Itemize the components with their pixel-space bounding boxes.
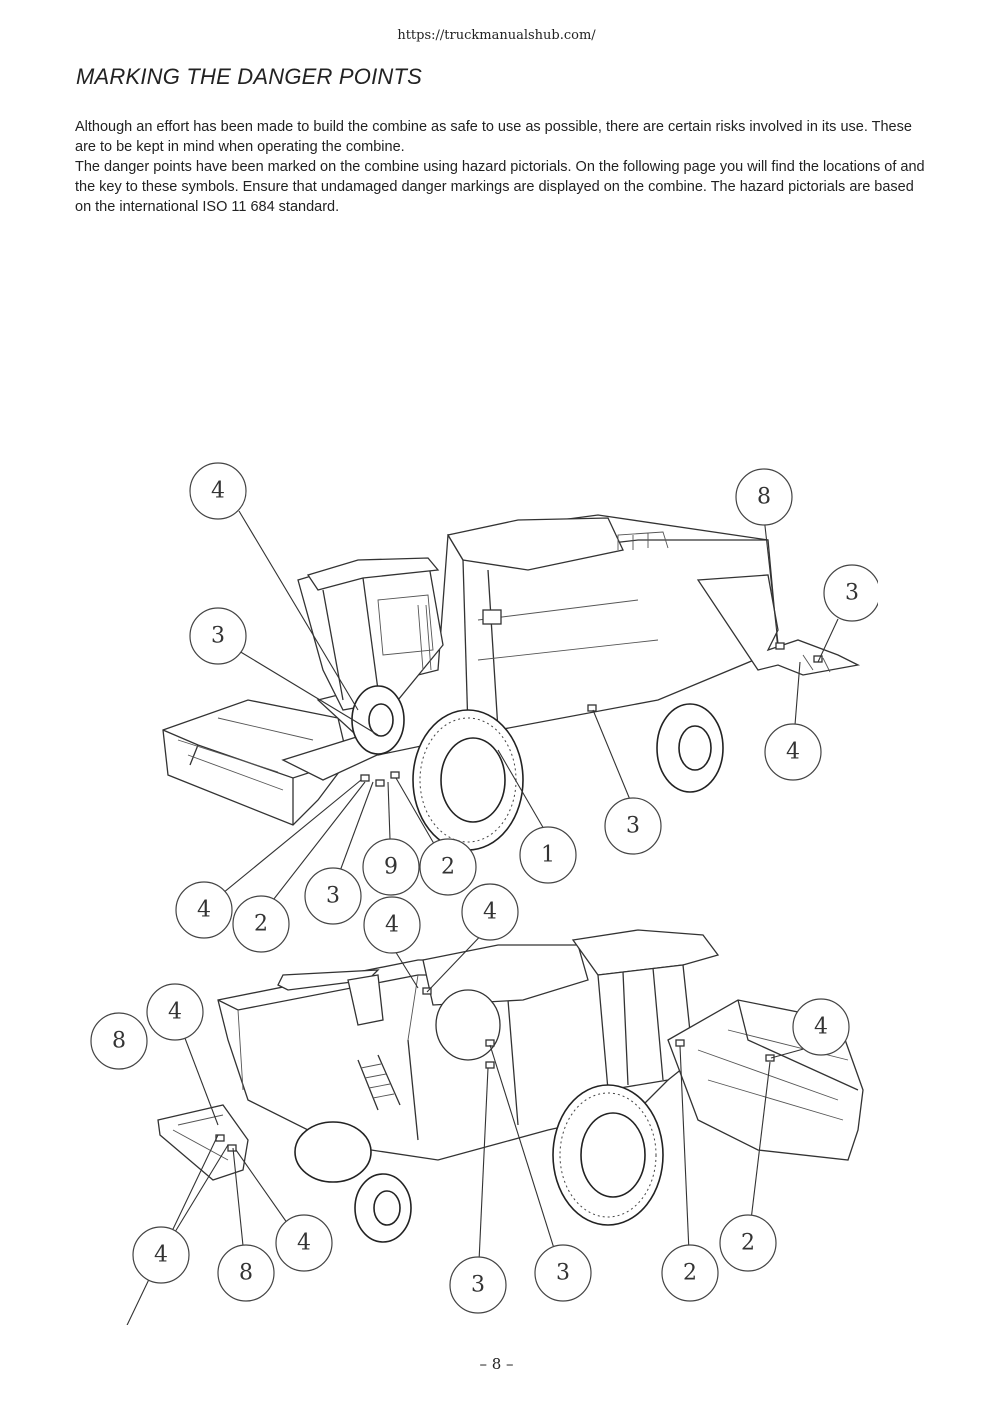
svg-text:3: 3 xyxy=(471,1273,485,1298)
svg-text:4: 4 xyxy=(197,898,211,923)
svg-text:1: 1 xyxy=(541,843,555,868)
svg-text:3: 3 xyxy=(845,581,859,606)
page-number: – 8 – xyxy=(479,1355,514,1373)
callout-bottom-10: 3 xyxy=(534,1244,592,1302)
svg-text:4: 4 xyxy=(786,740,800,765)
callout-bottom-2: 4 xyxy=(461,883,519,941)
svg-text:4: 4 xyxy=(814,1015,828,1040)
intro-paragraph-2: The danger points have been marked on th… xyxy=(75,159,925,215)
svg-text:4: 4 xyxy=(211,479,225,504)
callout-bottom-3: 4 xyxy=(146,983,204,1041)
svg-text:8: 8 xyxy=(757,485,771,510)
callout-top-3: 8 xyxy=(735,468,793,526)
svg-text:4: 4 xyxy=(168,1000,182,1025)
callout-bottom-6: 4 xyxy=(132,1226,190,1284)
svg-text:3: 3 xyxy=(211,624,225,649)
svg-text:4: 4 xyxy=(483,900,497,925)
callout-bottom-5: 4 xyxy=(792,998,850,1056)
svg-text:4: 4 xyxy=(385,913,399,938)
callout-bottom-9: 3 xyxy=(449,1256,507,1314)
svg-text:4: 4 xyxy=(297,1231,311,1256)
callout-top-8: 9 xyxy=(362,838,420,896)
section-title: MARKING THE DANGER POINTS xyxy=(76,64,423,89)
svg-text:8: 8 xyxy=(112,1029,126,1054)
svg-text:2: 2 xyxy=(683,1261,697,1286)
svg-text:3: 3 xyxy=(626,814,640,839)
callout-top-5: 4 xyxy=(764,723,822,781)
svg-text:3: 3 xyxy=(326,884,340,909)
callout-bottom-8: 4 xyxy=(275,1214,333,1272)
callout-bottom-11: 2 xyxy=(661,1244,719,1302)
callout-bottom-7: 8 xyxy=(217,1244,275,1302)
callout-top-6: 3 xyxy=(604,797,662,855)
callout-top-11: 4 xyxy=(175,881,233,939)
combine-drawing: 4 3 8 3 4 3 1 9 2 3 4 2 xyxy=(90,462,878,1325)
callout-top-7: 1 xyxy=(519,826,577,884)
combine-danger-points-figure: 4 3 8 3 4 3 1 9 2 3 4 2 xyxy=(78,400,878,1325)
callout-top-2: 3 xyxy=(189,607,247,665)
callout-bottom-1: 4 xyxy=(363,896,421,954)
svg-text:3: 3 xyxy=(556,1261,570,1286)
svg-text:4: 4 xyxy=(154,1243,168,1268)
source-url: https://truckmanualshub.com/ xyxy=(397,28,596,43)
callout-top-10: 3 xyxy=(304,867,362,925)
svg-text:2: 2 xyxy=(741,1231,755,1256)
callout-top-4: 3 xyxy=(823,564,878,622)
combine-top-view xyxy=(162,510,861,914)
callout-bottom-4: 8 xyxy=(90,1012,148,1070)
callout-top-9: 2 xyxy=(419,838,477,896)
intro-paragraph-1: Although an effort has been made to buil… xyxy=(75,119,912,155)
svg-text:2: 2 xyxy=(254,912,268,937)
callout-top-1: 4 xyxy=(189,462,247,520)
svg-text:8: 8 xyxy=(239,1261,253,1286)
intro-text: Although an effort has been made to buil… xyxy=(75,117,925,217)
svg-text:9: 9 xyxy=(384,855,398,880)
svg-text:2: 2 xyxy=(441,855,455,880)
callout-bottom-12: 2 xyxy=(719,1214,777,1272)
callout-top-12: 2 xyxy=(232,895,290,953)
